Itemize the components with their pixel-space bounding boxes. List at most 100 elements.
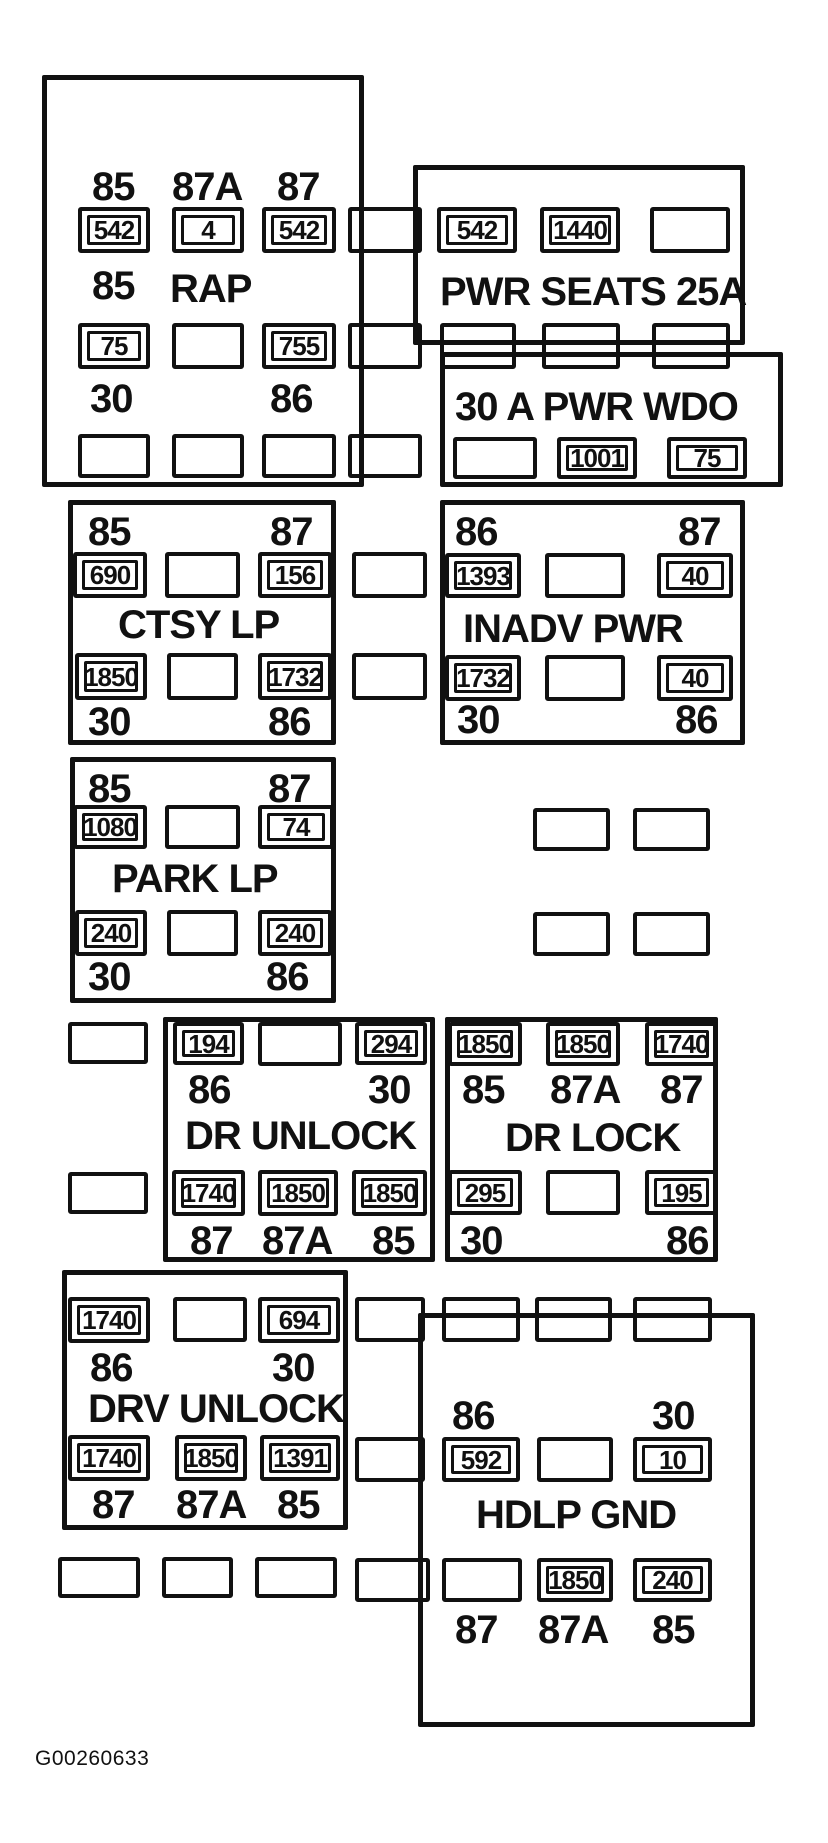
wire-number: 1850 — [84, 661, 139, 692]
relay-block-dr-unlock — [163, 1017, 435, 1262]
wire-box: 4 — [172, 207, 244, 253]
terminal-label: 87 — [678, 510, 721, 554]
relay-block-ctsy-lp — [68, 500, 336, 745]
empty-box — [440, 323, 516, 369]
wire-box: 1740 — [645, 1022, 718, 1066]
wire-number: 1850 — [457, 1029, 513, 1059]
wire-number: 1850 — [361, 1178, 418, 1208]
wire-box: 74 — [258, 805, 334, 849]
empty-box — [165, 552, 240, 598]
terminal-label: 85 — [372, 1219, 415, 1263]
terminal-label: 86 — [675, 698, 718, 742]
wire-box: 1850 — [546, 1022, 620, 1066]
wire-box: 1850 — [537, 1558, 613, 1602]
wire-box: 240 — [75, 910, 147, 956]
terminal-label: 30 — [460, 1219, 503, 1263]
wire-number: 542 — [87, 215, 141, 245]
wire-box: 1732 — [258, 653, 332, 700]
empty-box — [442, 1297, 520, 1342]
empty-box — [348, 207, 422, 253]
wire-number: 1732 — [267, 661, 323, 692]
wire-number: 40 — [666, 561, 724, 590]
terminal-label: 87 — [270, 510, 313, 554]
terminal-label: 30 — [368, 1068, 411, 1112]
wire-number: 4 — [181, 215, 235, 245]
empty-box — [258, 1022, 342, 1066]
wire-box: 1080 — [73, 805, 147, 849]
empty-box — [255, 1557, 337, 1598]
wire-box: 694 — [258, 1297, 340, 1343]
wire-box: 240 — [633, 1558, 712, 1602]
empty-box — [355, 1558, 430, 1602]
wire-number: 592 — [451, 1445, 511, 1474]
terminal-label: 87 — [190, 1219, 233, 1263]
terminal-label: 87A — [176, 1483, 247, 1527]
empty-box — [535, 1297, 612, 1342]
terminal-label: 87 — [455, 1608, 498, 1652]
block-name: DRV UNLOCK — [88, 1387, 345, 1431]
terminal-label: 86 — [90, 1346, 133, 1390]
wire-number: 1850 — [267, 1178, 329, 1208]
terminal-label: 87 — [92, 1483, 135, 1527]
empty-box — [355, 1437, 425, 1482]
wire-number: 195 — [654, 1178, 709, 1207]
empty-box — [442, 1558, 522, 1602]
wire-box: 75 — [667, 437, 747, 479]
wire-number: 295 — [457, 1178, 513, 1207]
wire-number: 1080 — [82, 812, 138, 842]
wire-number: 755 — [271, 331, 327, 361]
wire-number: 10 — [642, 1445, 703, 1474]
wire-box: 1740 — [68, 1297, 150, 1343]
terminal-label: 87 — [660, 1068, 703, 1112]
wire-number: 694 — [267, 1305, 331, 1335]
empty-box — [545, 655, 625, 701]
wire-number: 542 — [271, 215, 327, 245]
wire-number: 74 — [267, 813, 325, 841]
wire-box: 10 — [633, 1437, 712, 1482]
wire-box: 542 — [78, 207, 150, 253]
terminal-label: 85 — [462, 1068, 505, 1112]
empty-box — [162, 1557, 233, 1598]
wire-box: 40 — [657, 655, 733, 701]
empty-box — [652, 323, 730, 369]
block-name: CTSY LP — [118, 603, 280, 647]
terminal-label: 87 — [268, 767, 311, 811]
empty-box — [167, 910, 238, 956]
block-name: PWR SEATS 25A — [440, 270, 747, 314]
empty-box — [58, 1557, 140, 1598]
relay-block-hdlp-gnd — [418, 1313, 755, 1727]
figure-id: G00260633 — [35, 1747, 150, 1770]
terminal-label: 87A — [538, 1608, 609, 1652]
relay-block-pwr-seats — [413, 165, 745, 345]
wire-box: 1440 — [540, 207, 620, 253]
empty-box — [68, 1172, 148, 1214]
wire-number: 1850 — [555, 1029, 611, 1059]
block-name: RAP — [170, 267, 252, 311]
wire-number: 1740 — [181, 1178, 236, 1208]
empty-box — [352, 653, 427, 700]
terminal-label: 87A — [172, 165, 243, 209]
empty-box — [542, 323, 620, 369]
block-name: PARK LP — [112, 857, 279, 901]
wire-box: 1391 — [260, 1435, 340, 1481]
empty-box — [78, 434, 150, 478]
empty-box — [545, 553, 625, 598]
wire-box: 542 — [262, 207, 336, 253]
wire-number: 1732 — [454, 663, 512, 693]
empty-box — [453, 437, 537, 479]
relay-block-park-lp — [70, 757, 336, 1003]
wire-number: 240 — [267, 918, 323, 948]
empty-box — [167, 653, 238, 700]
wire-box: 1850 — [175, 1435, 247, 1481]
wire-number: 542 — [446, 215, 508, 245]
block-name: 30 A PWR WDO — [455, 385, 739, 429]
wire-box: 1850 — [75, 653, 147, 700]
terminal-label: 86 — [666, 1219, 709, 1263]
wire-number: 1740 — [654, 1029, 709, 1059]
wire-box: 295 — [448, 1170, 522, 1215]
empty-box — [172, 323, 244, 369]
wire-number: 240 — [84, 918, 138, 948]
terminal-label: 85 — [652, 1608, 695, 1652]
empty-box — [355, 1297, 425, 1342]
